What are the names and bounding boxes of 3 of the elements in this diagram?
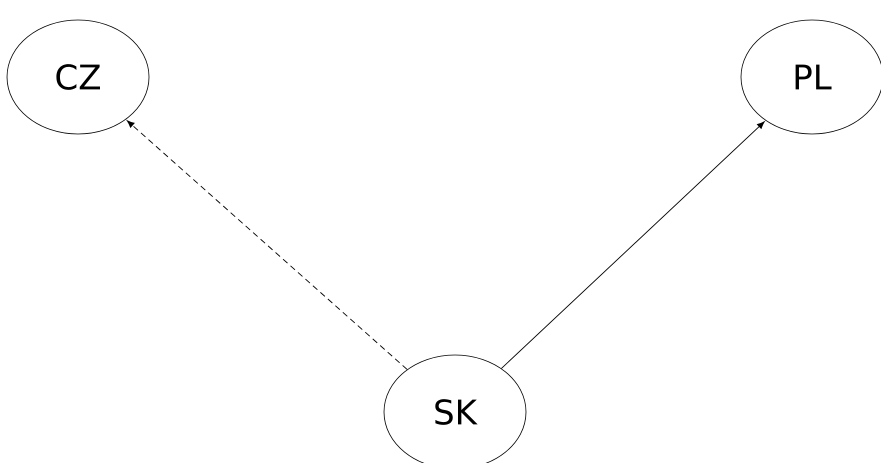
ellipse-node: CZ [6, 20, 150, 134]
arrow [126, 120, 408, 370]
arrow [501, 121, 765, 369]
